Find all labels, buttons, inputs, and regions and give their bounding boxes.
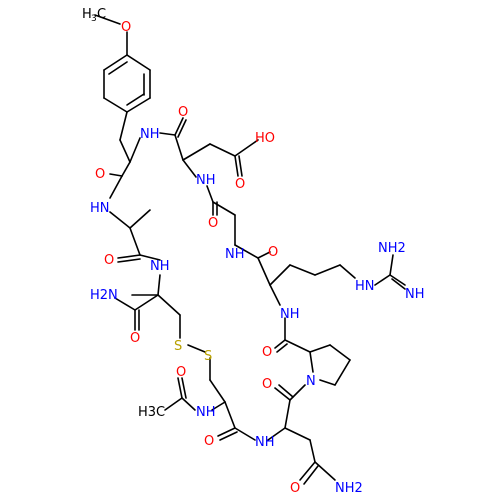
cys2-carbonyl-o: O [204,434,214,449]
pro-n: N [306,374,316,389]
ala-hn: HN [90,201,110,216]
asn-carbonyl-o: O [290,481,300,496]
guanidine-nh2: NH2 [378,241,406,256]
methoxy-c: C [97,7,106,22]
asp-carbonyl-o: O [178,105,188,120]
bond-lines [94,14,406,485]
sulfur-2: S [204,349,212,364]
tyr-carbonyl-o: O [95,167,105,182]
arg-nh: NH [280,307,300,322]
gly-carbonyl-o: O [208,216,218,231]
methoxy-h: H [82,7,92,22]
acetyl-o: O [176,365,186,380]
guanidine-nh: NH [405,287,425,302]
sulfur-1: S [174,339,182,354]
cys-nh: NH [150,259,170,274]
asn-amide-nh2: NH2 [335,481,363,496]
arg-carbonyl-o: O [268,245,278,260]
acetyl-nh: NH [196,405,216,420]
asp-acid-o: O [235,177,245,192]
atom-labels: H 3 C O NH O O HO O NH O HN O NH O NH H2… [82,7,425,496]
gly-nh: NH [225,247,245,262]
methoxy-sub: 3 [91,14,97,24]
asp-nh: NH [196,173,216,188]
pro-carbonyl-o: O [262,345,272,360]
asn-nh: NH [255,435,275,450]
cys-amide-h2n: H2N [90,288,118,303]
acetyl-ch3: H3C [138,405,165,420]
ala-carbonyl-o: O [104,253,114,268]
pro-amide-o: O [262,377,272,392]
tyr-nh: NH [140,127,160,142]
guanidine-hn: HN [355,279,375,294]
methoxy-oxygen: O [121,20,131,35]
asp-hydroxyl: HO [255,131,275,146]
cys-carbonyl-o: O [130,331,140,346]
